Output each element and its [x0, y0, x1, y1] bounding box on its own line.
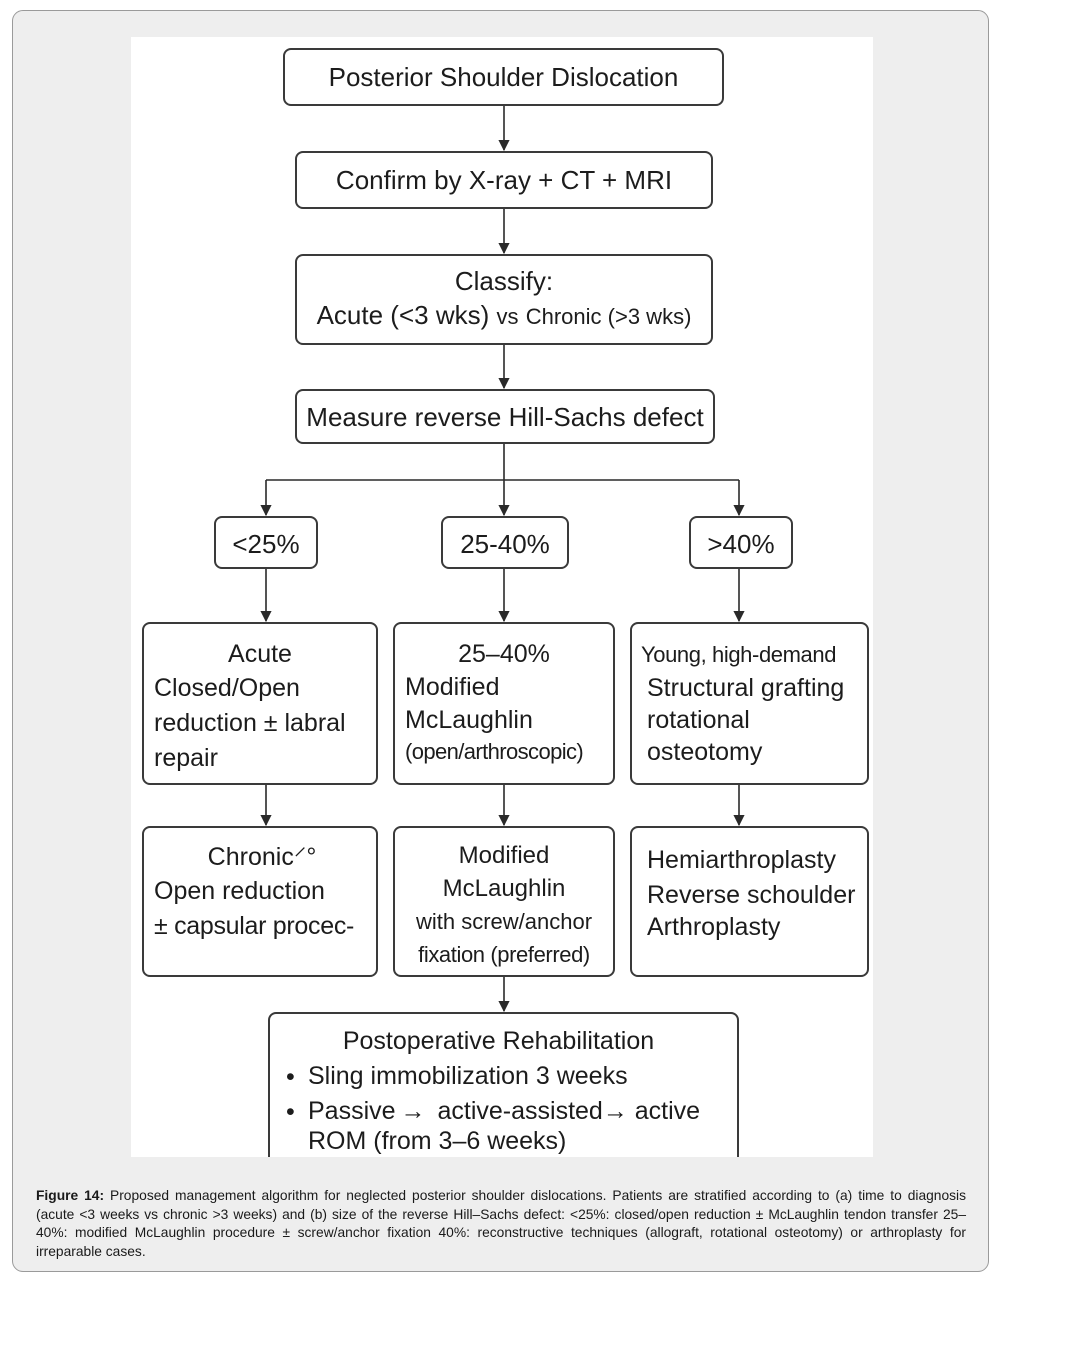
second-large-box: Hemiarthroplasty Reverse schoulder Arthr… — [630, 826, 869, 977]
treatment-medium-line: Modified — [405, 673, 500, 701]
classify-acute: Acute (<3 wks) — [316, 300, 490, 330]
rehab-bullet: • Sling immobilization 3 weeks — [286, 1061, 737, 1094]
treatment-medium-title: 25–40% — [458, 640, 550, 668]
treatment-small-line: reduction ± labral — [154, 709, 346, 737]
rehab-bullet-text: Sling immobilization 3 weeks — [308, 1061, 628, 1091]
treatment-small-title: Acute — [228, 640, 292, 668]
treatment-medium-box: 25–40% Modified McLaughlin (open/arthros… — [393, 622, 615, 785]
branch-medium-label: 25-40% — [460, 529, 550, 559]
second-medium-line: fixation (preferred) — [418, 942, 590, 967]
branch-large-box: >40% — [689, 516, 793, 569]
treatment-large-box: Young, high-demand Structural grafting r… — [630, 622, 869, 785]
second-small-line: Open reduction — [154, 877, 325, 905]
treatment-large-line: rotational — [647, 706, 750, 734]
rehab-bullet-line: Sling immobilization 3 weeks — [308, 1062, 628, 1090]
caption-label: Figure 14: — [36, 1188, 105, 1203]
second-small-box: Chronic⸍° Open reduction ± capsular proc… — [142, 826, 378, 977]
rehab-bullet-line: Passive → active-assisted→ active — [308, 1097, 701, 1125]
figure-caption: Figure 14: Proposed management algorithm… — [36, 1187, 966, 1261]
branch-small-box: <25% — [214, 516, 318, 569]
start-label: Posterior Shoulder Dislocation — [328, 62, 679, 92]
second-large-line: Reverse schoulder — [647, 881, 856, 909]
confirm-label: Confirm by X-ray + CT + MRI — [335, 165, 673, 195]
bullet-icon: • — [286, 1063, 295, 1091]
classify-title: Classify: — [454, 266, 554, 296]
treatment-medium-line: (open/arthroscopic) — [405, 739, 584, 764]
classify-criteria: Acute (<3 wks) vs Chronic (>3 wks) — [297, 298, 711, 334]
treatment-large-title: Young, high-demand — [641, 642, 837, 667]
treatment-small-line: repair — [154, 744, 218, 772]
classify-chronic: Chronic (>3 wks) — [525, 304, 692, 329]
bullet-icon: • — [286, 1098, 295, 1126]
measure-box: Measure reverse Hill-Sachs defect — [295, 389, 715, 444]
branch-large-label: >40% — [707, 529, 775, 559]
connector-arrows — [260, 106, 745, 1013]
second-medium-line: with screw/anchor — [415, 909, 593, 934]
rehab-bullet-line: ROM (from 3–6 weeks) — [308, 1127, 567, 1155]
rehab-title: Postoperative Rehabilitation — [342, 1027, 655, 1055]
second-medium-line: Modified — [458, 842, 550, 869]
flowchart-figure: Posterior Shoulder Dislocation Confirm b… — [131, 37, 873, 1157]
classify-box: Classify: Acute (<3 wks) vs Chronic (>3 … — [295, 254, 713, 345]
start-box: Posterior Shoulder Dislocation — [283, 48, 724, 106]
classify-vs: vs — [496, 304, 519, 329]
treatment-small-box: Acute Closed/Open reduction ± labral rep… — [142, 622, 378, 785]
rehab-bullet-text: Passive → active-assisted→ active ROM (f… — [308, 1096, 700, 1157]
treatment-small-line: Closed/Open — [154, 674, 300, 702]
second-medium-line: McLaughlin — [442, 875, 566, 902]
second-small-title: Chronic⸍° — [207, 843, 317, 871]
confirm-box: Confirm by X-ray + CT + MRI — [295, 151, 713, 209]
treatment-large-line: Structural grafting — [647, 674, 845, 702]
treatment-medium-line: McLaughlin — [405, 706, 533, 734]
branch-medium-box: 25-40% — [441, 516, 569, 569]
second-large-line: Arthroplasty — [647, 913, 781, 941]
branch-small-label: <25% — [232, 529, 300, 559]
measure-label: Measure reverse Hill-Sachs defect — [306, 402, 704, 432]
treatment-large-line: osteotomy — [647, 738, 763, 766]
second-large-line: Hemiarthroplasty — [647, 846, 836, 874]
rehab-box: Postoperative Rehabilitation • Sling imm… — [268, 1012, 739, 1157]
second-small-line: ± capsular procec- — [154, 912, 355, 940]
caption-text: Proposed management algorithm for neglec… — [36, 1188, 966, 1259]
second-medium-box: Modified McLaughlin with screw/anchor fi… — [393, 826, 615, 977]
rehab-bullet: • Passive → active-assisted→ active ROM … — [286, 1096, 737, 1157]
